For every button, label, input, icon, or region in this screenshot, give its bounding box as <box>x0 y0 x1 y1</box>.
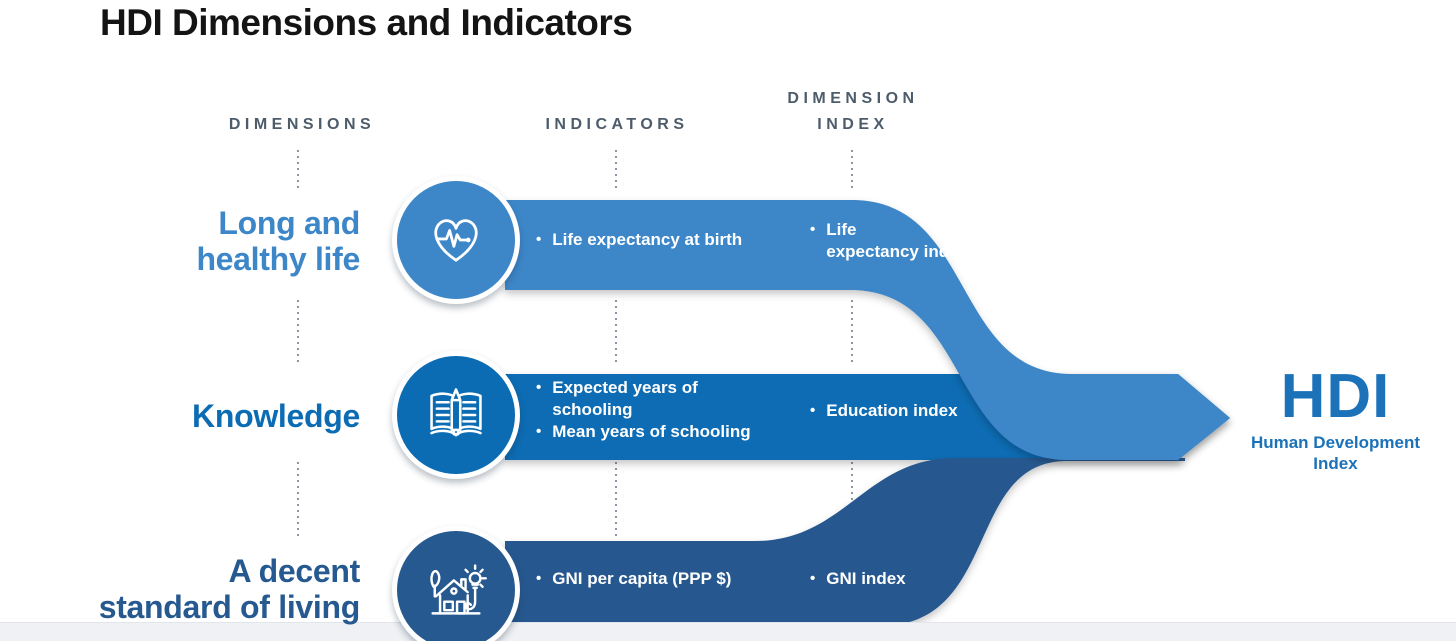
dimension-index-text: Life expectancy index <box>826 219 968 263</box>
indicator-text: Expected years of schooling <box>552 377 698 421</box>
column-header-indicators: INDICATORS <box>545 116 689 133</box>
dimension-label-knowledge: Knowledge <box>20 398 360 434</box>
dimension-label-decent-standard: A decent standard of living <box>20 553 361 625</box>
hdi-subtitle-line: Index <box>1313 454 1358 473</box>
living-standard-band <box>505 458 1185 626</box>
hdi-result: HDI Human Development Index <box>1238 366 1433 474</box>
dimension-index-item: Life expectancy index <box>810 219 968 263</box>
indicator-line: Expected years of <box>552 378 698 397</box>
dimension-label-line: Knowledge <box>192 398 360 434</box>
knowledge-indicators: Expected years of schooling Mean years o… <box>536 377 751 443</box>
hdi-subtitle: Human Development Index <box>1238 432 1433 474</box>
dimension-index-item: GNI index <box>810 568 906 590</box>
heart-pulse-icon <box>434 219 478 262</box>
dimension-index-line: Life <box>826 220 857 239</box>
house-tree-bulb-icon <box>430 564 487 615</box>
dashed-guide-lines <box>297 150 853 540</box>
dimension-index-line: expectancy index <box>826 242 969 261</box>
column-header-dimension-index: DIMENSION INDEX <box>787 90 919 133</box>
hdi-abbreviation: HDI <box>1280 362 1391 431</box>
indicator-text: Life expectancy at birth <box>552 230 743 249</box>
dimension-index-text: GNI index <box>826 569 906 588</box>
page-title: HDI Dimensions and Indicators <box>100 2 633 43</box>
open-book-pencil-icon <box>430 388 482 437</box>
dimension-label-line: Long and <box>218 205 360 241</box>
indicator-text: GNI per capita (PPP $) <box>552 569 732 588</box>
dimension-label-line: A decent <box>228 553 360 589</box>
dimension-label-long-healthy-life: Long and healthy life <box>20 205 360 277</box>
indicator-item: Life expectancy at birth <box>536 229 742 251</box>
dimension-label-line: healthy life <box>196 241 360 277</box>
living-standard-circle <box>392 526 520 641</box>
indicator-item: Expected years of schooling <box>536 377 751 421</box>
long-healthy-life-circle <box>392 176 520 304</box>
indicator-item: GNI per capita (PPP $) <box>536 568 731 590</box>
knowledge-circle <box>392 351 520 479</box>
dimension-index-item: Education index <box>810 400 958 422</box>
indicator-item: Mean years of schooling <box>536 421 751 443</box>
indicator-text: Mean years of schooling <box>552 422 751 441</box>
indicator-line: schooling <box>552 400 633 419</box>
dimension-label-line: standard of living <box>98 589 361 625</box>
dimension-index-text: Education index <box>826 401 958 420</box>
footer-strip <box>0 622 1456 641</box>
long-healthy-life-band <box>505 200 1230 460</box>
column-header-dimensions: DIMENSIONS <box>228 116 376 133</box>
hdi-subtitle-line: Human Development <box>1250 433 1421 452</box>
